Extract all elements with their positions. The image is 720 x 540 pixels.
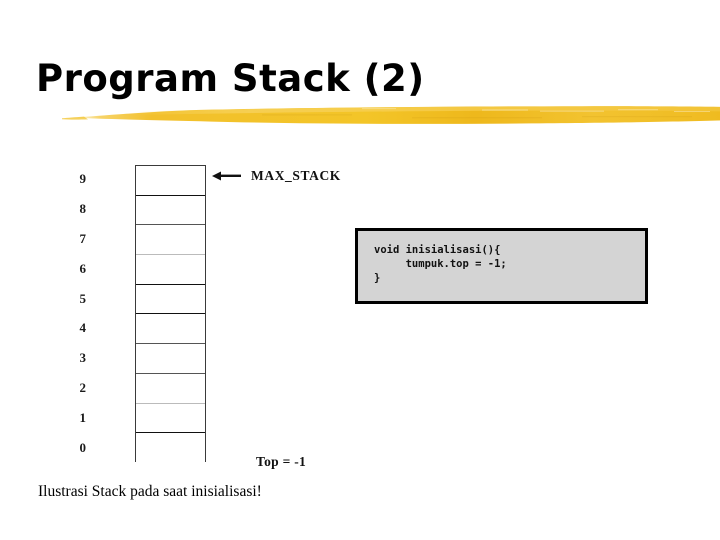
code-snippet-box: void inisialisasi(){ tumpuk.top = -1; } [355, 228, 648, 304]
stack-row-label-7: 7 [79, 231, 87, 246]
arrow-left-icon [212, 171, 241, 181]
page-title: Program Stack (2) [36, 57, 425, 100]
stack-row-label-4: 4 [79, 320, 87, 335]
code-snippet-text: void inisialisasi(){ tumpuk.top = -1; } [374, 244, 507, 284]
top-pointer-label: Top = -1 [256, 454, 307, 469]
stack-row-label-0: 0 [79, 440, 87, 455]
stack-cell-7 [136, 225, 205, 256]
slide-caption: Ilustrasi Stack pada saat inisialisasi! [38, 483, 262, 500]
stack-row-label-3: 3 [79, 350, 87, 365]
stack-cell-2 [136, 373, 205, 404]
stack-row-label-9: 9 [79, 171, 87, 186]
stack-cell-1 [136, 403, 205, 434]
stack-cell-6 [136, 255, 205, 285]
stack-box [135, 165, 206, 463]
stack-row-label-5: 5 [79, 291, 87, 306]
max-stack-label: MAX_STACK [251, 168, 341, 183]
stack-row-label-6: 6 [79, 261, 87, 276]
stack-cell-3 [136, 344, 205, 374]
stack-cell-9 [136, 166, 205, 196]
stack-row-label-8: 8 [79, 201, 87, 216]
stack-row-label-2: 2 [79, 380, 87, 395]
stack-cell-8 [136, 195, 205, 226]
stack-cell-0 [136, 433, 205, 463]
stack-row-label-1: 1 [79, 410, 87, 425]
stack-cell-5 [136, 284, 205, 315]
stack-cell-4 [136, 314, 205, 345]
max-stack-callout: MAX_STACK [212, 168, 341, 184]
